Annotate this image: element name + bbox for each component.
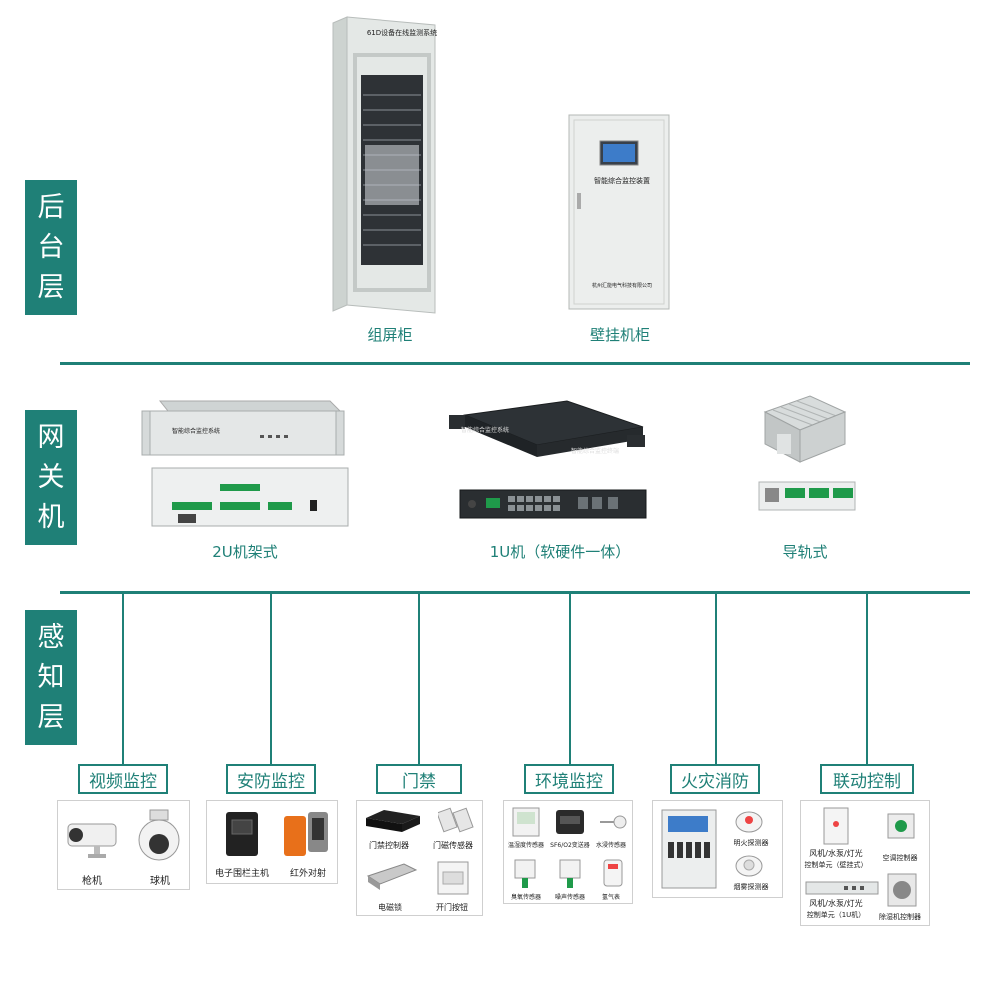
flame-detector-icon <box>735 811 763 833</box>
item-label: 温湿度传感器 <box>507 842 544 849</box>
rail-module-image <box>758 481 856 511</box>
connector-fire <box>715 594 717 766</box>
fire-control-panel-icon <box>661 809 717 889</box>
category-env: 环境监控 <box>524 764 614 794</box>
rail-caption: 导轨式 <box>782 543 828 561</box>
item-label: 臭氧传感器 <box>510 894 541 901</box>
wall-cabinet-company: 杭州汇能电气科技有限公司 <box>591 283 652 289</box>
item-label: 球机 <box>150 876 170 887</box>
layer-char: 知 <box>37 661 65 693</box>
layer-char: 关 <box>37 461 65 493</box>
item-label: 门磁传感器 <box>433 841 473 850</box>
item-label: 水浸传感器 <box>595 842 626 849</box>
rack-2u-rear-image <box>151 467 349 527</box>
category-fire: 火灾消防 <box>670 764 760 794</box>
item-label: 枪机 <box>82 876 102 887</box>
connector-video <box>122 594 124 766</box>
item-label: 电子围栏主机 <box>214 869 269 879</box>
item-label: 风机/水泵/灯光 <box>809 849 863 858</box>
divider-backend-gateway <box>60 362 970 365</box>
item-label: 氢气表 <box>601 894 620 901</box>
wall-cabinet-caption: 壁挂机柜 <box>589 326 650 344</box>
wall-cabinet-image <box>568 114 670 310</box>
layer-char: 机 <box>37 501 65 533</box>
item-label: 风机/水泵/灯光 <box>809 899 863 908</box>
layer-char: 后 <box>37 191 65 223</box>
floor-cabinet-label: 61D设备在线监测系统 <box>366 29 438 37</box>
connector-security <box>270 594 272 766</box>
bullet-camera-icon <box>67 823 117 858</box>
layer-char: 层 <box>37 701 65 733</box>
item-label: 控制单元（壁挂式） <box>804 861 868 869</box>
item-label: 控制单元（1U机） <box>806 911 866 919</box>
ac-controller-icon <box>887 813 915 839</box>
layer-char: 网 <box>37 421 65 453</box>
access-controller-icon <box>366 810 420 832</box>
category-access: 门禁 <box>376 764 462 794</box>
category-linkage: 联动控制 <box>820 764 914 794</box>
dome-camera-icon <box>138 809 180 861</box>
item-label: 开门按钮 <box>436 903 468 912</box>
item-label: SF6/O2变送器 <box>550 842 590 849</box>
rack-1u-front-label: 智能综合监控终端 <box>570 448 619 455</box>
hydrogen-meter-icon <box>603 859 623 887</box>
sf6-transmitter-icon <box>556 810 584 834</box>
smoke-detector-icon <box>735 855 763 877</box>
exit-button-icon <box>437 861 469 895</box>
rack-1u-front-image <box>449 400 645 457</box>
dehumidifier-controller-icon <box>887 873 917 907</box>
rack-1u-label: 智能综合监控系统 <box>460 427 509 434</box>
fence-host-icon <box>226 812 258 856</box>
wall-control-unit-icon <box>823 807 849 845</box>
connector-linkage <box>866 594 868 766</box>
temp-humidity-sensor-icon <box>512 807 540 837</box>
connector-access <box>418 594 420 766</box>
magnetic-lock-icon <box>366 863 418 890</box>
layer-char: 感 <box>37 621 65 653</box>
item-label: 明火探测器 <box>733 839 769 847</box>
wall-cabinet-label: 智能综合监控装置 <box>594 177 650 185</box>
rack-2u-caption: 2U机架式 <box>212 543 278 561</box>
floor-cabinet-image <box>332 16 436 314</box>
layer-tab-backend: 后 台 层 <box>25 180 77 315</box>
item-label: 电磁锁 <box>378 903 402 912</box>
category-video: 视频监控 <box>78 764 168 794</box>
divider-gateway-sensing <box>60 591 970 594</box>
rack-2u-label: 智能综合监控系统 <box>171 428 220 435</box>
layer-char: 层 <box>37 271 65 303</box>
noise-sensor-icon <box>559 859 581 888</box>
door-sensor-icon <box>438 807 474 833</box>
water-leak-sensor-icon <box>600 815 627 829</box>
item-label: 除湿机控制器 <box>879 913 921 921</box>
item-label: 烟雾探测器 <box>733 883 769 891</box>
layer-char: 台 <box>37 231 65 263</box>
rack-control-unit-icon <box>805 881 879 895</box>
category-security: 安防监控 <box>226 764 316 794</box>
rack-1u-caption: 1U机（软硬件一体） <box>489 543 631 561</box>
rack-2u-front-image <box>141 400 345 456</box>
floor-cabinet-caption: 组屏柜 <box>367 326 413 344</box>
rail-heatsink-image <box>763 395 847 463</box>
layer-tab-gateway: 网 关 机 <box>25 410 77 545</box>
layer-tab-sensing: 感 知 层 <box>25 610 77 745</box>
infrared-beam-icon <box>284 812 328 856</box>
ozone-sensor-icon <box>514 859 536 888</box>
item-label: 空调控制器 <box>882 854 918 862</box>
item-label: 噪声传感器 <box>554 894 585 901</box>
item-label: 门禁控制器 <box>369 841 409 850</box>
rack-1u-rear-image <box>459 489 647 519</box>
connector-env <box>569 594 571 766</box>
item-label: 红外对射 <box>289 869 326 879</box>
